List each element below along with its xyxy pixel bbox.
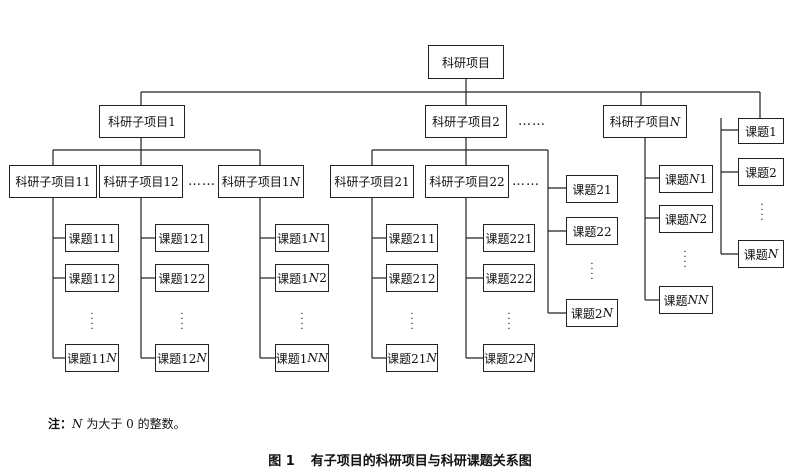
topic-111-box: 课题111	[65, 224, 119, 252]
topic-1n2-label: 课题1	[277, 271, 309, 286]
ellipsis-topics-21: ····	[410, 309, 414, 335]
footnote-label: 注：	[48, 417, 73, 431]
topic-2-box: 课题2	[738, 158, 784, 186]
topic-12n-var: N	[196, 351, 207, 365]
subproject-n-var: N	[669, 114, 681, 129]
ellipsis-subn-topics: ····	[683, 247, 687, 273]
ellipsis-level2-right: ……	[512, 174, 540, 189]
topic-21n-var: N	[426, 351, 437, 365]
topic-11n-label: 课题11	[67, 351, 107, 366]
topic-1n1-var: N	[308, 231, 320, 245]
ellipsis-topics-1n: ····	[300, 309, 304, 335]
topic-221-box: 课题221	[483, 224, 535, 252]
topic-n1-label: 课题	[664, 172, 689, 187]
ellipsis-topics-12: ····	[180, 309, 184, 335]
topic-1-box: 课题1	[738, 118, 784, 144]
ellipsis-topics-11: ····	[90, 309, 94, 335]
subproject-2-box: 科研子项目2	[425, 105, 507, 138]
root-project-box: 科研项目	[428, 45, 504, 79]
topic-nn-label: 课题	[663, 293, 688, 308]
topic-2n-var: N	[602, 306, 614, 320]
subproject-11-box: 科研子项目11	[9, 165, 97, 198]
ellipsis-right-column: ····	[760, 200, 764, 226]
ellipsis-topics-22: ····	[507, 309, 511, 335]
topic-112-box: 课题112	[65, 264, 119, 292]
topic-n2-label: 课题	[664, 212, 689, 227]
subproject-21-box: 科研子项目21	[330, 165, 414, 198]
topic-22n-var: N	[523, 351, 534, 365]
topic-122-box: 课题122	[155, 264, 209, 292]
figure-title: 有子项目的科研项目与科研课题关系图	[310, 454, 532, 469]
footnote: 注：N 为大于 0 的整数。	[48, 415, 186, 432]
footnote-var: N	[72, 417, 83, 431]
topic-n-var: N	[767, 247, 779, 261]
subproject-1n-var: N	[289, 174, 301, 189]
topic-n2-suffix: 2	[699, 212, 708, 226]
topic-1nn-label: 课题1	[275, 351, 308, 366]
topic-21-direct-box: 课题21	[566, 175, 618, 203]
topic-121-box: 课题121	[155, 224, 209, 252]
topic-n2-var: N	[688, 212, 700, 226]
topic-11n-var: N	[106, 351, 117, 365]
topic-12n-label: 课题12	[157, 351, 197, 366]
ellipsis-level2-left: ……	[188, 174, 216, 189]
topic-22-direct-box: 课题22	[566, 217, 618, 245]
topic-211-box: 课题211	[386, 224, 438, 252]
subproject-12-box: 科研子项目12	[99, 165, 183, 198]
topic-222-box: 课题222	[483, 264, 535, 292]
topic-212-box: 课题212	[386, 264, 438, 292]
footnote-text: 为大于 0 的整数。	[82, 417, 186, 431]
topic-n1-var: N	[688, 172, 700, 186]
topic-n-label: 课题	[743, 247, 768, 262]
topic-1n1-label: 课题1	[277, 231, 309, 246]
topic-n1-suffix: 1	[699, 172, 708, 186]
subproject-1-box: 科研子项目1	[99, 105, 185, 138]
topic-1nn-var: NN	[307, 351, 329, 365]
subproject-n-label: 科研子项目	[609, 115, 670, 129]
topic-22n-label: 课题22	[484, 351, 524, 366]
topic-21n-label: 课题21	[387, 351, 427, 366]
topic-1n2-suffix: 2	[319, 271, 327, 285]
figure-caption: 图 1 有子项目的科研项目与科研课题关系图	[0, 450, 800, 469]
subproject-1n-label: 科研子项目1	[221, 175, 290, 189]
topic-1n2-var: N	[308, 271, 320, 285]
ellipsis-level1: ……	[518, 114, 546, 129]
topic-nn-var: NN	[687, 293, 709, 307]
subproject-22-box: 科研子项目22	[425, 165, 509, 198]
ellipsis-sub2-topics: ····	[590, 259, 594, 285]
topic-1n1-suffix: 1	[319, 231, 327, 245]
topic-2n-label: 课题2	[570, 306, 603, 321]
figure-number: 图 1	[268, 454, 295, 469]
